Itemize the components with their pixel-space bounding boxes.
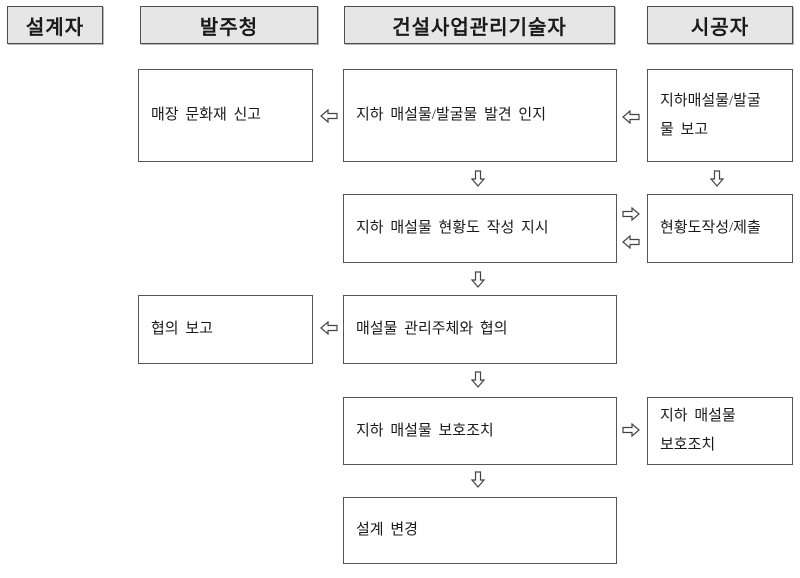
down-arrow-icon: [471, 371, 485, 388]
column-header-designer: 설계자: [7, 6, 103, 44]
flow-box-protection-measure-contractor: 지하 매설물 보호조치: [647, 397, 793, 465]
left-arrow-icon: [320, 109, 338, 123]
flow-box-design-change: 설계 변경: [343, 497, 617, 564]
column-header-cm-engineer: 건설사업관리기술자: [344, 6, 615, 44]
flow-box-label: 현황도작성/제출: [660, 220, 761, 236]
flow-box-label: 설계 변경: [356, 522, 418, 538]
flow-box-label: 지하 매설물/발굴물 발견 인지: [356, 107, 547, 123]
down-arrow-icon: [471, 271, 485, 288]
right-arrow-icon: [622, 207, 640, 221]
down-arrow-icon: [471, 170, 485, 187]
flow-box-discovery-recognition: 지하 매설물/발굴물 발견 인지: [343, 69, 617, 162]
flow-box-label: 지하매설물/발굴 물 보고: [660, 92, 761, 138]
flow-box-discovery-report: 지하매설물/발굴 물 보고: [647, 69, 793, 162]
flow-box-label: 지하 매설물 현황도 작성 지시: [356, 220, 549, 236]
flow-box-label: 매설물 관리주체와 협의: [356, 321, 508, 337]
flow-box-label: 지하 매설물 보호조치: [660, 408, 736, 453]
right-arrow-icon: [622, 423, 640, 437]
flow-box-status-map-instruction: 지하 매설물 현황도 작성 지시: [343, 194, 617, 263]
left-arrow-icon: [622, 110, 640, 124]
down-arrow-icon: [710, 170, 724, 187]
down-arrow-icon: [471, 471, 485, 488]
flow-box-consultation-with-manager: 매설물 관리주체와 협의: [343, 295, 617, 364]
left-arrow-icon: [320, 321, 338, 335]
flow-box-status-map-submission: 현황도작성/제출: [647, 194, 793, 263]
left-arrow-icon: [622, 235, 640, 249]
flow-box-label: 협의 보고: [151, 321, 213, 337]
flow-box-consultation-report: 협의 보고: [138, 295, 313, 364]
flow-box-protection-measure-cm: 지하 매설물 보호조치: [343, 397, 617, 465]
column-header-contractor: 시공자: [647, 6, 793, 44]
column-header-client: 발주청: [140, 6, 318, 44]
flow-box-label: 매장 문화재 신고: [151, 107, 262, 123]
flow-box-buried-heritage-report: 매장 문화재 신고: [138, 69, 313, 162]
flow-box-label: 지하 매설물 보호조치: [356, 422, 494, 439]
